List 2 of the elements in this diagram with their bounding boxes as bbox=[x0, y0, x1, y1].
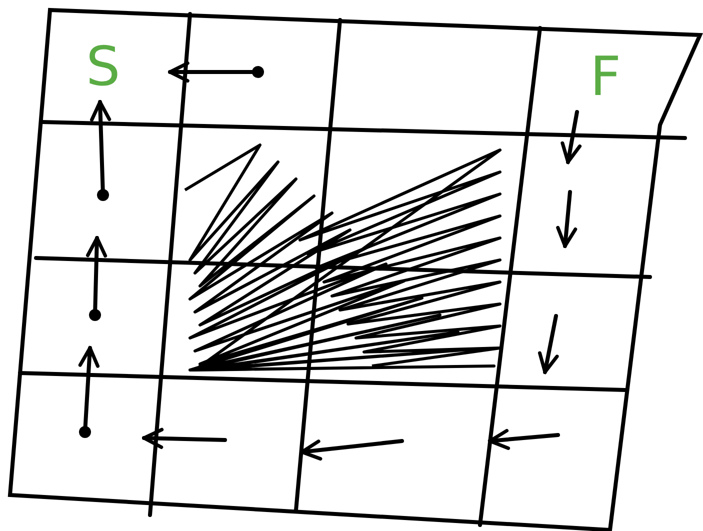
finish-label: F bbox=[590, 50, 622, 104]
start-label: S bbox=[86, 40, 120, 94]
